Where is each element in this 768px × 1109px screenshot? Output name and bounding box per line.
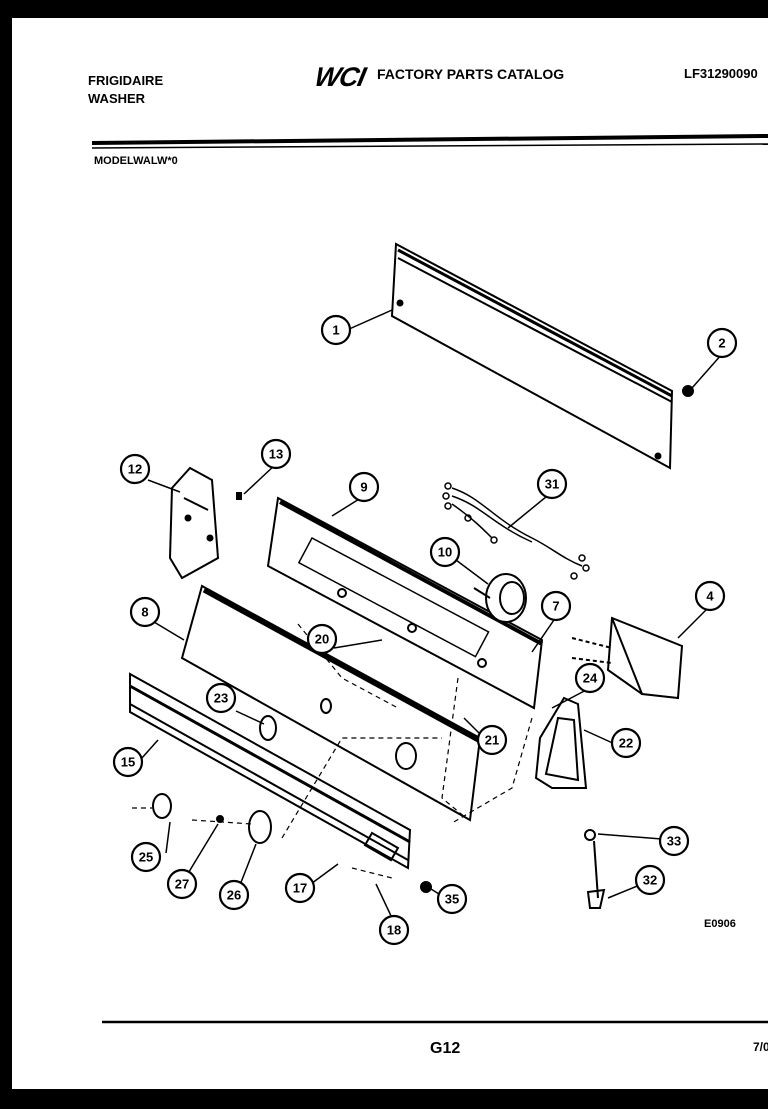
svg-text:21: 21 <box>485 733 499 748</box>
clip-part-13 <box>236 492 242 500</box>
spring-part <box>586 840 606 909</box>
svg-text:23: 23 <box>214 691 228 706</box>
timer-part <box>473 573 527 623</box>
mounting-bracket-part <box>534 696 588 789</box>
wire-harness-part <box>442 482 590 580</box>
catalog-title: FACTORY PARTS CATALOG <box>377 66 565 82</box>
svg-text:9: 9 <box>360 480 367 495</box>
svg-text:17: 17 <box>293 881 307 896</box>
svg-text:25: 25 <box>139 850 153 865</box>
svg-text:18: 18 <box>387 923 401 938</box>
callout-15: 15 <box>112 746 144 778</box>
callout-26: 26 <box>218 879 250 911</box>
page-edge-text: 7/0 <box>753 1040 768 1054</box>
callout-31: 31 <box>536 468 568 500</box>
callout-8: 8 <box>129 596 161 628</box>
diagram-code: E0906 <box>704 918 736 930</box>
callout-13: 13 <box>260 438 292 470</box>
svg-text:33: 33 <box>667 834 681 849</box>
svg-text:20: 20 <box>315 632 329 647</box>
svg-text:27: 27 <box>175 877 189 892</box>
svg-text:32: 32 <box>643 873 657 888</box>
callout-27: 27 <box>166 868 198 900</box>
assembly-guide-lines <box>132 623 533 879</box>
svg-text:4: 4 <box>706 589 714 604</box>
catalog-page: FRIGIDAIRE WASHER WCI FACTORY PARTS CATA… <box>12 18 768 1089</box>
callout-12: 12 <box>119 453 151 485</box>
svg-text:26: 26 <box>227 888 241 903</box>
callout-18: 18 <box>378 914 410 946</box>
page-code: G12 <box>430 1040 461 1057</box>
side-bracket-part <box>168 466 220 580</box>
callout-7: 7 <box>540 590 572 622</box>
svg-text:24: 24 <box>583 671 598 686</box>
console-base-part <box>129 672 412 870</box>
svg-text:2: 2 <box>718 336 725 351</box>
callout-32: 32 <box>634 864 666 896</box>
model-label: MODELWALW*0 <box>94 155 178 167</box>
callout-17: 17 <box>284 872 316 904</box>
callout-23: 23 <box>205 682 237 714</box>
callout-10: 10 <box>429 536 461 568</box>
callout-35: 35 <box>436 883 468 915</box>
header-rule <box>91 134 768 149</box>
callout-33: 33 <box>658 825 690 857</box>
svg-text:12: 12 <box>128 462 142 477</box>
callout-25: 25 <box>130 841 162 873</box>
svg-text:15: 15 <box>121 755 135 770</box>
svg-text:10: 10 <box>438 545 452 560</box>
svg-text:31: 31 <box>545 477 559 492</box>
svg-text:22: 22 <box>619 736 633 751</box>
callout-4: 4 <box>694 580 726 612</box>
switch-part <box>571 616 684 700</box>
exploded-parts-diagram: 1 2 4 7 8 9 10 12 13 15 17 18 20 21 22 2… <box>91 134 768 1024</box>
callout-21: 21 <box>476 724 508 756</box>
callout-2: 2 <box>706 327 738 359</box>
part-number: LF31290090 <box>684 66 758 81</box>
svg-text:13: 13 <box>269 447 283 462</box>
svg-text:8: 8 <box>141 605 148 620</box>
brand-name: FRIGIDAIRE <box>88 73 164 88</box>
svg-text:1: 1 <box>332 323 339 338</box>
svg-text:7: 7 <box>552 599 559 614</box>
callout-22: 22 <box>610 727 642 759</box>
product-name: WASHER <box>88 91 146 106</box>
svg-text:35: 35 <box>445 892 459 907</box>
callout-24: 24 <box>574 662 606 694</box>
top-panel-part <box>390 242 694 470</box>
callout-20: 20 <box>306 623 338 655</box>
brand-block: FRIGIDAIRE WASHER <box>88 72 163 108</box>
knob-part <box>152 698 596 893</box>
callout-9: 9 <box>348 471 380 503</box>
callout-1: 1 <box>320 314 352 346</box>
